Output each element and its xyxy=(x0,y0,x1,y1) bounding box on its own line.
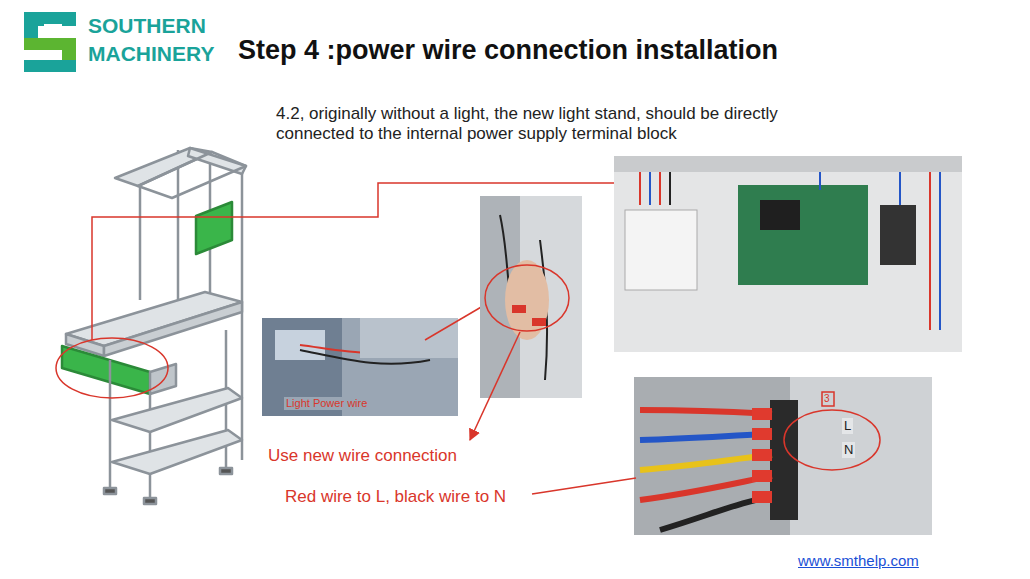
website-link: www.smthelp.com xyxy=(798,552,919,570)
terminal-number: 3 xyxy=(824,393,830,405)
photo-control-board xyxy=(614,156,962,352)
terminal-label: N xyxy=(842,442,855,458)
conveyor-drawing xyxy=(62,148,246,504)
highlight-ellipse xyxy=(784,410,880,470)
photo-cabinet xyxy=(262,318,458,416)
photo-caption: Light Power wire xyxy=(284,397,369,410)
logo-icon xyxy=(24,12,76,72)
slide-title: Step 4 :power wire connection installati… xyxy=(238,34,778,66)
arrow-line xyxy=(470,332,520,440)
photo-hand xyxy=(480,196,582,398)
terminal-label: L xyxy=(842,418,853,434)
instruction-note: 4.2, originally without a light, the new… xyxy=(276,104,786,145)
highlight-ellipse xyxy=(56,338,168,398)
callout-text: Red wire to L, black wire to N xyxy=(285,487,506,507)
callout-text: Use new wire connection xyxy=(268,446,457,466)
leader-line xyxy=(532,478,636,494)
logo-text: MACHINERY xyxy=(88,41,214,66)
photo-terminal-block xyxy=(634,377,932,535)
logo-text: SOUTHERN xyxy=(88,13,206,38)
